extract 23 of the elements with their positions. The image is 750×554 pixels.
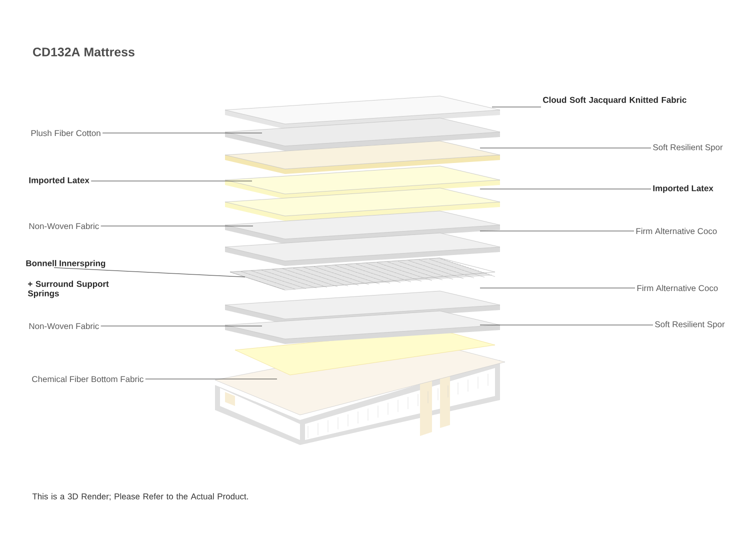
- leader-line: [54, 267, 246, 278]
- layer-label: Soft Resilient Spor: [655, 321, 725, 329]
- leader-line: [480, 230, 634, 232]
- layer-label: Firm Alternative Coco: [636, 228, 717, 234]
- leader-line: [480, 324, 654, 326]
- layer-label: + Surround Support Springs: [28, 280, 109, 298]
- layer-label: Chemical Fiber Bottom Fabric: [32, 376, 144, 382]
- layer-label: Bonnell Innerspring: [26, 260, 106, 268]
- layer-label: Cloud Soft Jacquard Knitted Fabric: [543, 96, 686, 105]
- layer-label: Plush Fiber Cotton: [31, 130, 100, 136]
- leader-line: [480, 188, 652, 190]
- layer-label: Firm Alternative Coco: [637, 284, 718, 292]
- layer-label: Non-Woven Fabric: [29, 322, 99, 330]
- leader-line: [102, 132, 262, 134]
- layer-label: Imported Latex: [653, 185, 714, 193]
- leader-line: [90, 180, 252, 182]
- leader-line: [145, 378, 278, 380]
- layer-label: Imported Latex: [29, 177, 90, 185]
- leader-line: [492, 106, 542, 108]
- note: This is a 3D Render; Please Refer to the Actual Product.: [32, 493, 248, 500]
- layer-label: Soft Resilient Spor: [653, 144, 723, 152]
- title: CD132A Mattress: [33, 48, 134, 56]
- layer-label: Non-Woven Fabric: [29, 222, 99, 230]
